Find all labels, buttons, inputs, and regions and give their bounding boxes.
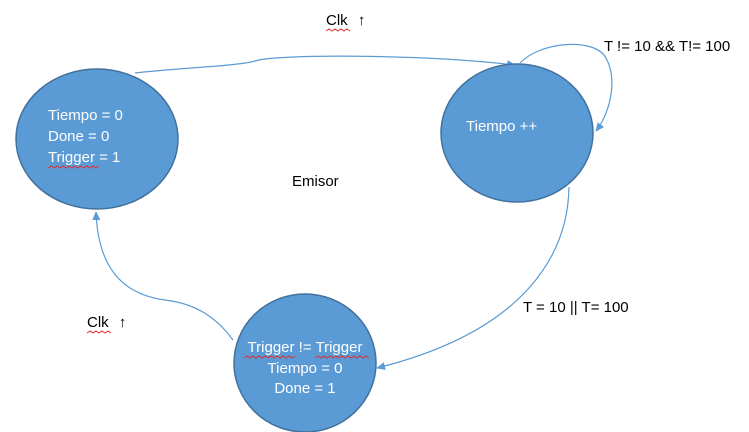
transition-done-to-init-clk: Clk bbox=[87, 314, 109, 331]
edge-done-to-init bbox=[92, 211, 234, 341]
rising-edge-arrow-icon: ↑ bbox=[358, 12, 366, 29]
edge-count-self-loop bbox=[519, 43, 613, 132]
transition-init-to-count-clk: Clk bbox=[326, 12, 348, 29]
transition-count-self-label: T != 10 && T!= 100 bbox=[604, 38, 730, 55]
edge-init-to-count bbox=[134, 55, 516, 74]
state-count-line-1: Tiempo ++ bbox=[466, 118, 537, 135]
state-init-line-3: Trigger = 1 bbox=[48, 149, 120, 166]
state-init bbox=[15, 68, 179, 210]
transition-count-to-done-label: T = 10 || T= 100 bbox=[523, 299, 629, 316]
state-init-line-1: Tiempo = 0 bbox=[48, 107, 123, 124]
transition-init-to-count-label: Clk ↑ bbox=[326, 12, 365, 29]
state-init-line-2: Done = 0 bbox=[48, 128, 109, 145]
spellcheck-underline-trigger-done-1 bbox=[243, 355, 296, 359]
spellcheck-underline-trigger-init bbox=[47, 165, 100, 169]
spellcheck-underline-clk-top bbox=[325, 28, 351, 32]
diagram-center-label: Emisor bbox=[292, 173, 339, 190]
edge-count-to-done bbox=[376, 186, 570, 370]
spellcheck-underline-trigger-done-2 bbox=[314, 355, 370, 359]
state-done-line-1: Trigger != Trigger bbox=[248, 339, 363, 356]
rising-edge-arrow-icon: ↑ bbox=[119, 314, 127, 331]
state-done-line-2: Tiempo = 0 bbox=[268, 360, 343, 377]
transition-done-to-init-label: Clk ↑ bbox=[87, 314, 126, 331]
state-done bbox=[233, 293, 377, 432]
spellcheck-underline-clk-bottom bbox=[86, 330, 112, 334]
state-done-line-3: Done = 1 bbox=[274, 380, 335, 397]
state-count bbox=[440, 63, 594, 203]
